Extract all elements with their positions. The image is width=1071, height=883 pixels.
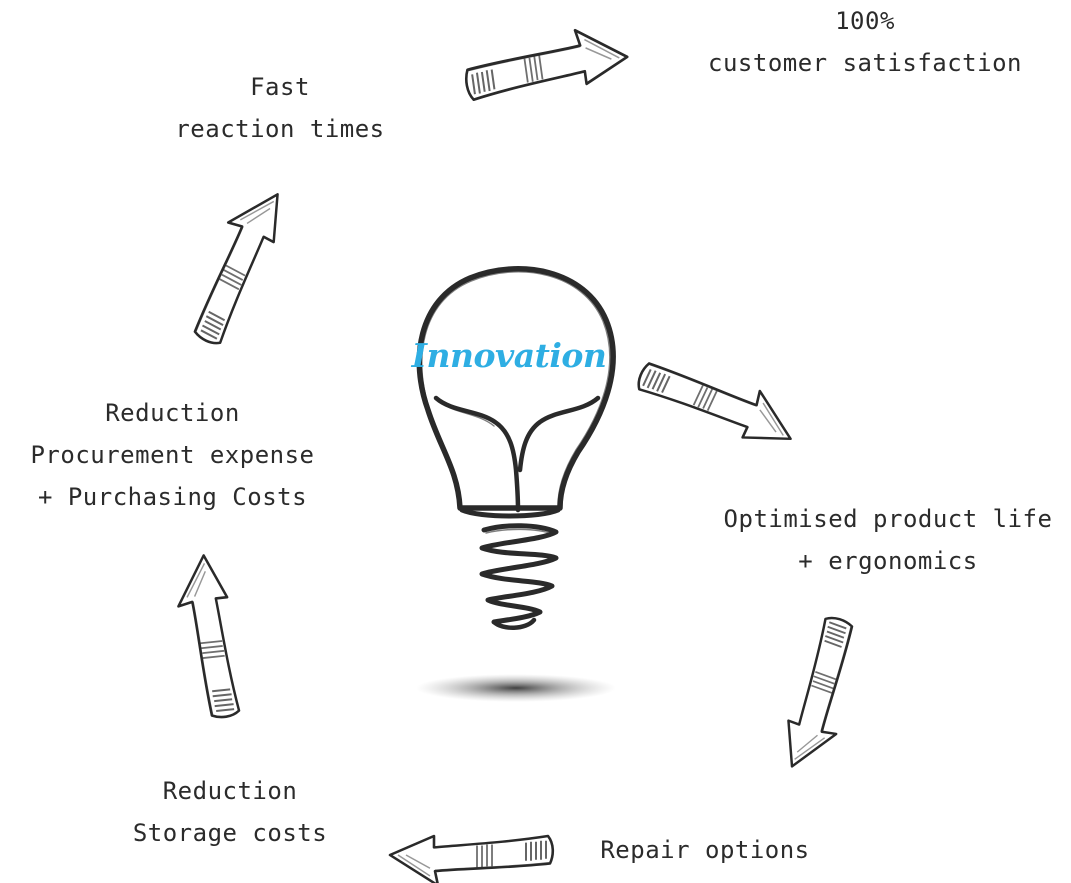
reaction-label: Fast reaction times	[150, 66, 410, 150]
innovation-title: Innovation	[411, 336, 607, 375]
reaction-line-2: reaction times	[175, 115, 385, 143]
storage-line-2: Storage costs	[132, 819, 328, 847]
procurement-line-3: + Purchasing Costs	[37, 483, 308, 511]
arrow-to-reaction-icon	[173, 178, 296, 349]
product-life-line-1: Optimised product life	[723, 505, 1053, 533]
bulb-shadow	[416, 674, 616, 702]
procurement-line-1: Reduction	[105, 399, 240, 427]
satisfaction-line-1: 100%	[835, 7, 895, 35]
storage-label: Reduction Storage costs	[110, 770, 350, 854]
arrow-to-satisfaction-icon	[459, 22, 632, 102]
procurement-label: Reduction Procurement expense + Purchasi…	[0, 392, 345, 518]
arrow-to-repair-icon	[772, 613, 875, 779]
arrow-to-storage-icon	[388, 834, 555, 883]
repair-line-1: Repair options	[600, 836, 810, 864]
reaction-line-1: Fast	[250, 73, 310, 101]
product-life-label: Optimised product life + ergonomics	[705, 498, 1071, 582]
arrow-to-product-life-icon	[633, 341, 805, 458]
arrow-to-procurement-icon	[172, 552, 241, 722]
product-life-line-2: + ergonomics	[798, 547, 978, 575]
repair-label: Repair options	[580, 829, 830, 871]
procurement-line-2: Procurement expense	[30, 441, 315, 469]
satisfaction-line-2: customer satisfaction	[708, 49, 1022, 77]
lightbulb-icon	[416, 266, 616, 630]
storage-line-1: Reduction	[162, 777, 298, 805]
satisfaction-label: 100% customer satisfaction	[690, 0, 1040, 84]
